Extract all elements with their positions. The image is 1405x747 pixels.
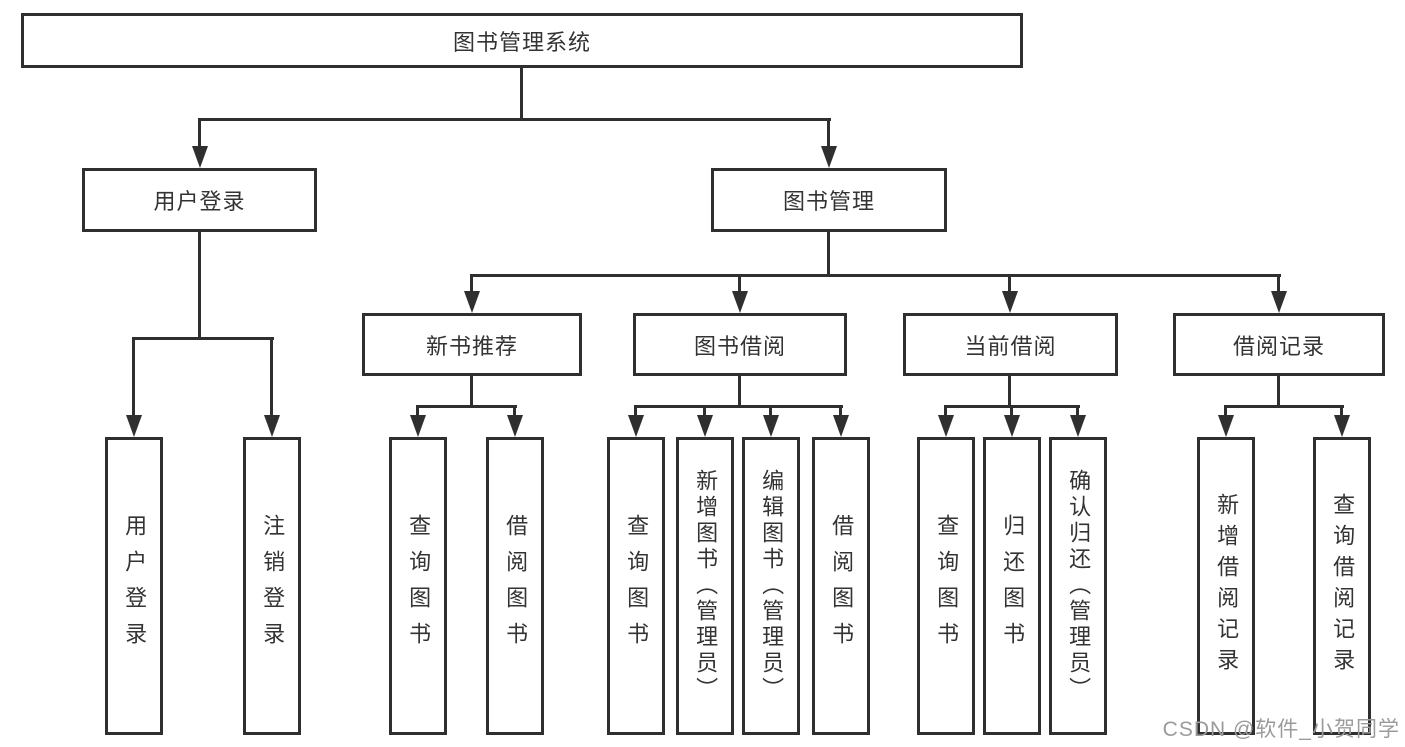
- node-new-book-recommend: 新书推荐: [362, 313, 582, 376]
- connector-line: [198, 230, 201, 340]
- connector-line: [198, 118, 831, 121]
- connector-line: [470, 374, 473, 408]
- connector-line: [1008, 374, 1011, 408]
- node-label: 归还图书: [1000, 514, 1026, 658]
- node-label: 查询图书: [406, 514, 432, 658]
- connector-line: [738, 374, 741, 408]
- connector-line: [944, 405, 1080, 408]
- arrow-down-icon: [697, 415, 713, 437]
- node-borrow-records: 借阅记录: [1173, 313, 1385, 376]
- arrow-down-icon: [833, 415, 849, 437]
- connector-line: [769, 407, 772, 417]
- connector-line: [470, 274, 1281, 277]
- node-book-borrow: 图书借阅: [633, 313, 847, 376]
- csdn-watermark: CSDN @软件_小贺同学: [1162, 718, 1400, 741]
- node-book-management: 图书管理: [711, 168, 947, 232]
- node-query-books-current: 查询图书: [917, 437, 975, 735]
- node-label: 用户登录: [122, 514, 148, 658]
- connector-line: [132, 340, 135, 417]
- arrow-down-icon: [763, 415, 779, 437]
- connector-line: [944, 407, 947, 417]
- connector-line: [470, 277, 473, 293]
- connector-line: [416, 405, 517, 408]
- connector-line: [520, 66, 523, 121]
- arrow-down-icon: [1271, 291, 1287, 313]
- node-label: 借阅图书: [829, 514, 855, 658]
- connector-line: [416, 407, 419, 417]
- node-label: 借阅图书: [503, 514, 529, 658]
- arrow-down-icon: [264, 415, 280, 437]
- node-query-books-borrow: 查询图书: [607, 437, 665, 735]
- connector-line: [198, 121, 201, 148]
- connector-line: [634, 407, 637, 417]
- connector-line: [1340, 407, 1343, 417]
- connector-line: [513, 407, 516, 417]
- connector-line: [1277, 374, 1280, 408]
- arrow-down-icon: [1002, 291, 1018, 313]
- node-label: 确认归还（管理员）: [1066, 469, 1092, 703]
- connector-line: [270, 340, 273, 417]
- node-query-books-recommend: 查询图书: [389, 437, 447, 735]
- node-label: 注销登录: [260, 514, 286, 658]
- node-library-system: 图书管理系统: [21, 13, 1023, 68]
- connector-line: [1224, 407, 1227, 417]
- arrow-down-icon: [1070, 415, 1086, 437]
- node-label: 新增图书（管理员）: [693, 469, 719, 703]
- arrow-down-icon: [1218, 415, 1234, 437]
- arrow-down-icon: [1004, 415, 1020, 437]
- connector-line: [827, 121, 830, 148]
- arrow-down-icon: [507, 415, 523, 437]
- node-add-book-admin: 新增图书（管理员）: [676, 437, 734, 735]
- arrow-down-icon: [1334, 415, 1350, 437]
- connector-line: [634, 405, 843, 408]
- connector-line: [1010, 407, 1013, 417]
- arrow-down-icon: [126, 415, 142, 437]
- connector-line: [1224, 405, 1344, 408]
- node-logout-leaf: 注销登录: [243, 437, 301, 735]
- node-query-borrow-record: 查询借阅记录: [1313, 437, 1371, 735]
- connector-line: [132, 337, 274, 340]
- arrow-down-icon: [464, 291, 480, 313]
- connector-line: [703, 407, 706, 417]
- node-current-borrow: 当前借阅: [903, 313, 1118, 376]
- node-label: 查询图书: [624, 514, 650, 658]
- connector-line: [827, 230, 830, 277]
- node-borrow-books-leaf: 借阅图书: [812, 437, 870, 735]
- node-edit-book-admin: 编辑图书（管理员）: [742, 437, 800, 735]
- node-confirm-return-admin: 确认归还（管理员）: [1049, 437, 1107, 735]
- node-label: 编辑图书（管理员）: [759, 469, 785, 703]
- arrow-down-icon: [192, 146, 208, 168]
- arrow-down-icon: [732, 291, 748, 313]
- arrow-down-icon: [628, 415, 644, 437]
- arrow-down-icon: [821, 146, 837, 168]
- node-label: 查询借阅记录: [1330, 493, 1356, 679]
- node-add-borrow-record: 新增借阅记录: [1197, 437, 1255, 735]
- connector-line: [1277, 277, 1280, 293]
- node-borrow-books-recommend: 借阅图书: [486, 437, 544, 735]
- node-label: 查询图书: [934, 514, 960, 658]
- arrow-down-icon: [410, 415, 426, 437]
- arrow-down-icon: [938, 415, 954, 437]
- node-user-login: 用户登录: [82, 168, 317, 232]
- node-label: 新增借阅记录: [1214, 493, 1240, 679]
- connector-line: [1076, 407, 1079, 417]
- node-user-login-leaf: 用户登录: [105, 437, 163, 735]
- connector-line: [738, 277, 741, 293]
- connector-line: [839, 407, 842, 417]
- node-return-book: 归还图书: [983, 437, 1041, 735]
- connector-line: [1008, 277, 1011, 293]
